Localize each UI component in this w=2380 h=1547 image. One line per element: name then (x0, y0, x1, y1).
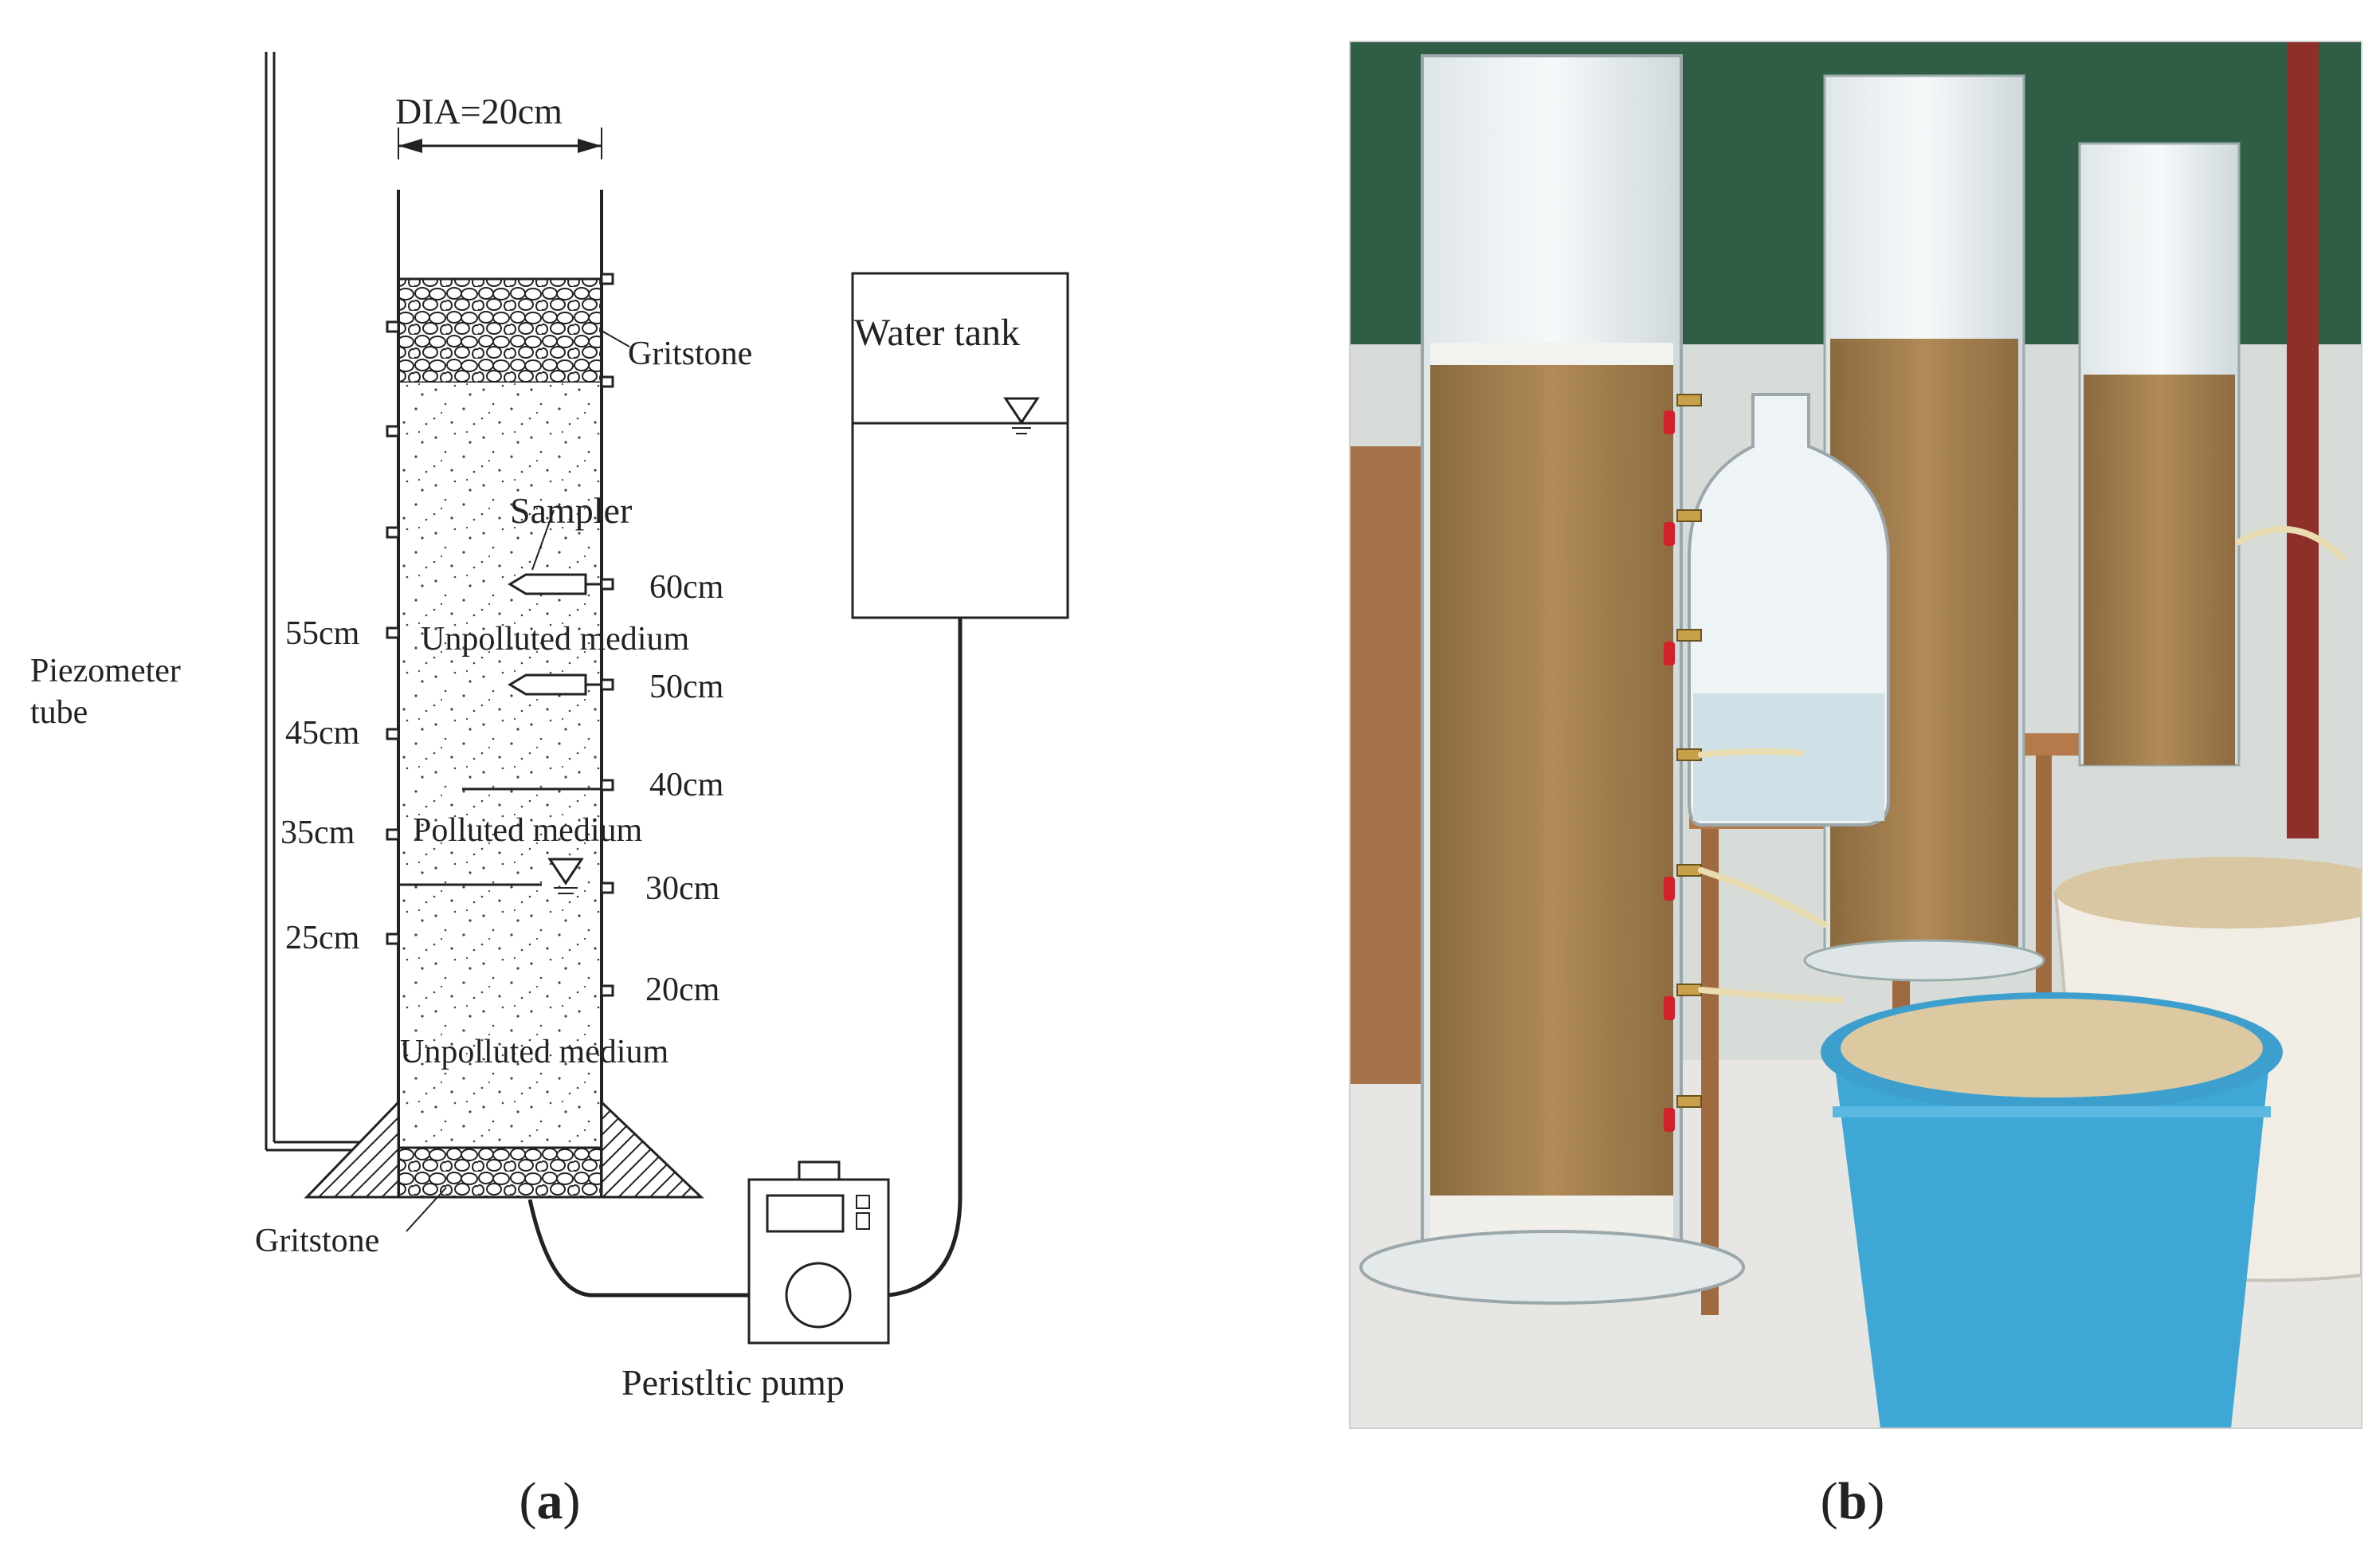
sampler-50cm (508, 673, 602, 696)
water-tank (851, 272, 1069, 619)
caption-a: (a) (520, 1472, 581, 1530)
gritstone-bottom-label: Gritstone (255, 1223, 379, 1259)
lower-unpolluted-medium (398, 885, 602, 1148)
diameter-label: DIA=20cm (395, 91, 563, 132)
column-base-support (304, 1099, 400, 1199)
depth-label-30cm: 30cm (645, 870, 720, 907)
piezometer-label-line1: Piezometer (30, 653, 181, 689)
bottom-gritstone-layer (397, 1146, 603, 1199)
unpolluted-upper-label: Unpolluted medium (421, 621, 689, 658)
gritstone-top-label: Gritstone (628, 336, 752, 372)
column-base-support-right (600, 1099, 704, 1199)
pump-to-column-tubing (527, 1199, 749, 1298)
depth-label-20cm: 20cm (645, 972, 720, 1008)
unpolluted-lower-label: Unpolluted medium (400, 1034, 669, 1070)
depth-label-25cm: 25cm (285, 920, 360, 956)
depth-label-40cm: 40cm (649, 767, 724, 803)
soil-column-photo: (b) (1349, 41, 2362, 1530)
pump-label: Peristltic pump (621, 1362, 845, 1403)
sampler-label: Sampler (510, 490, 632, 531)
piezometer-tube (265, 52, 398, 1152)
water-level-symbol (547, 858, 584, 894)
depth-label-45cm: 45cm (285, 715, 360, 752)
column-schematic: DIA=20cm Gritstone Sampler Unpolluted me… (30, 52, 1069, 1530)
peristaltic-pump (747, 1160, 890, 1345)
depth-label-50cm: 50cm (649, 669, 724, 705)
polluted-medium-label: Polluted medium (413, 812, 642, 849)
diameter-dimension (398, 128, 602, 159)
depth-label-35cm: 35cm (280, 815, 355, 851)
depth-label-55cm: 55cm (285, 615, 360, 652)
water-tank-label: Water tank (854, 312, 1020, 354)
depth-label-60cm: 60cm (649, 569, 724, 606)
sampler-60cm (508, 509, 602, 595)
column-valves (1676, 394, 1702, 1108)
blue-sand-bucket (1833, 1048, 2271, 1428)
tank-to-pump-tubing (888, 618, 963, 1298)
caption-b: (b) (1821, 1472, 1885, 1530)
left-side-ports (386, 320, 400, 945)
top-gritstone-layer (397, 277, 603, 384)
piezometer-label-line2: tube (30, 694, 88, 731)
